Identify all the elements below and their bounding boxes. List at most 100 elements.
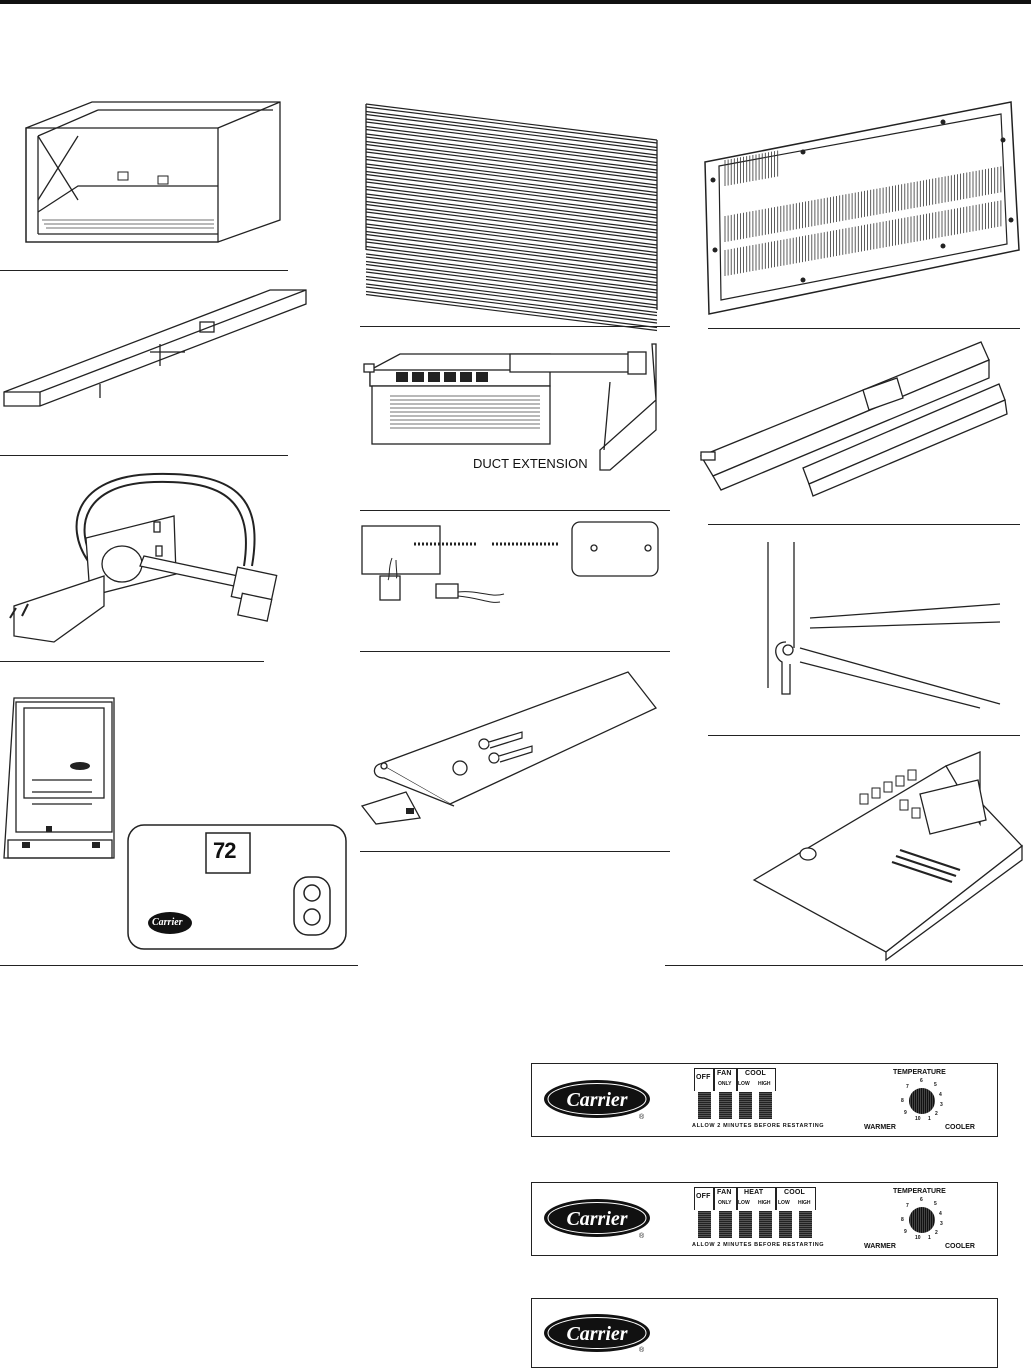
control-board-illustration (752, 751, 1023, 962)
dial-tick: 5 (934, 1082, 937, 1088)
digital-thermostat-illustration (127, 824, 347, 950)
dial-tick: 10 (915, 1235, 921, 1241)
key-lock-illustration (360, 671, 658, 825)
label-fan: FAN (717, 1189, 732, 1196)
power-cord-illustration (9, 472, 278, 643)
duct-parts-illustration (700, 341, 1008, 497)
wall-sleeve-illustration (25, 101, 281, 243)
warmer-label: WARMER (864, 1243, 896, 1250)
cool-high-button[interactable] (799, 1211, 812, 1238)
control-panel-blank: Carrier ® (531, 1298, 998, 1368)
divider (708, 735, 1020, 736)
cable-harness-illustration (361, 521, 659, 603)
divider (665, 965, 1023, 966)
temperature-title: TEMPERATURE (893, 1188, 946, 1195)
dial-tick: 5 (934, 1201, 937, 1207)
label-cool-high: HIGH (798, 1200, 811, 1206)
group-off (694, 1068, 714, 1091)
label-fan-only: ONLY (718, 1200, 732, 1206)
divider (0, 455, 288, 456)
divider (0, 965, 358, 966)
restart-note: ALLOW 2 MINUTES BEFORE RESTARTING (692, 1123, 825, 1129)
dial-tick: 8 (901, 1098, 904, 1104)
label-cool-high: HIGH (758, 1081, 771, 1087)
divider (360, 326, 670, 327)
label-cool-low: LOW (738, 1081, 750, 1087)
dial-tick: 10 (915, 1116, 921, 1122)
label-heat: HEAT (744, 1189, 764, 1196)
dial-tick: 2 (935, 1230, 938, 1236)
heat-high-button[interactable] (759, 1211, 772, 1238)
temperature-dial[interactable] (909, 1207, 935, 1233)
dial-tick: 6 (920, 1197, 923, 1203)
registered-mark: ® (639, 1233, 645, 1240)
dial-tick: 1 (928, 1116, 931, 1122)
control-panel-cool: Carrier ® OFF FAN ONLY COOL LOW HIGH ALL… (531, 1063, 998, 1137)
registered-mark: ® (639, 1347, 645, 1354)
divider (0, 661, 264, 662)
fan-only-button[interactable] (719, 1211, 732, 1238)
group-heat (736, 1187, 776, 1210)
dial-tick: 4 (939, 1092, 942, 1098)
svg-text:Carrier: Carrier (566, 1089, 627, 1111)
dial-tick: 2 (935, 1111, 938, 1117)
thermostat-display: 72 (213, 838, 237, 863)
label-heat-low: LOW (738, 1200, 750, 1206)
label-cool: COOL (745, 1070, 767, 1077)
architectural-grille-illustration (704, 101, 1020, 315)
temperature-dial[interactable] (909, 1088, 935, 1114)
group-cool (736, 1068, 776, 1091)
dial-tick: 8 (901, 1217, 904, 1223)
group-fan (714, 1068, 738, 1091)
warmer-label: WARMER (864, 1124, 896, 1131)
dial-tick: 9 (904, 1229, 907, 1235)
sleeve-corner-illustration (767, 542, 1001, 709)
divider (0, 270, 288, 271)
svg-text:Carrier: Carrier (566, 1208, 627, 1230)
label-cool: COOL (784, 1189, 806, 1196)
dial-tick: 3 (940, 1221, 943, 1227)
divider (360, 651, 670, 652)
carrier-logo: Carrier (544, 1314, 650, 1352)
dial-tick: 3 (940, 1102, 943, 1108)
restart-note: ALLOW 2 MINUTES BEFORE RESTARTING (692, 1242, 825, 1248)
drain-tray-illustration (3, 289, 307, 407)
svg-text:Carrier: Carrier (566, 1323, 627, 1345)
group-cool (776, 1187, 816, 1210)
divider (360, 510, 670, 511)
cooler-label: COOLER (945, 1243, 975, 1250)
label-off: OFF (696, 1074, 711, 1081)
cool-high-button[interactable] (759, 1092, 772, 1119)
cooler-label: COOLER (945, 1124, 975, 1131)
louvered-grille-illustration (365, 103, 658, 332)
dial-tick: 4 (939, 1211, 942, 1217)
label-heat-high: HIGH (758, 1200, 771, 1206)
heat-low-button[interactable] (739, 1211, 752, 1238)
label-fan: FAN (717, 1070, 732, 1077)
group-off (694, 1187, 714, 1210)
dial-tick: 1 (928, 1235, 931, 1241)
off-button[interactable] (698, 1092, 711, 1119)
cool-low-button[interactable] (739, 1092, 752, 1119)
wall-control-illustration (3, 697, 115, 859)
dial-tick: 9 (904, 1110, 907, 1116)
duct-extension-label: DUCT EXTENSION (473, 456, 588, 471)
fan-only-button[interactable] (719, 1092, 732, 1119)
duct-unit-illustration (363, 343, 657, 471)
carrier-logo: Carrier (544, 1199, 650, 1237)
cool-low-button[interactable] (779, 1211, 792, 1238)
divider (708, 524, 1020, 525)
top-rule (0, 0, 1031, 4)
dial-tick: 6 (920, 1078, 923, 1084)
registered-mark: ® (639, 1114, 645, 1121)
carrier-logo: Carrier (544, 1080, 650, 1118)
label-off: OFF (696, 1193, 711, 1200)
thermostat-brand: Carrier (152, 917, 183, 928)
dial-tick: 7 (906, 1203, 909, 1209)
off-button[interactable] (698, 1211, 711, 1238)
dial-tick: 7 (906, 1084, 909, 1090)
divider (708, 328, 1020, 329)
label-cool-low: LOW (778, 1200, 790, 1206)
control-panel-heat-cool: Carrier ® OFF FAN ONLY HEAT LOW HIGH COO… (531, 1182, 998, 1256)
group-fan (714, 1187, 738, 1210)
